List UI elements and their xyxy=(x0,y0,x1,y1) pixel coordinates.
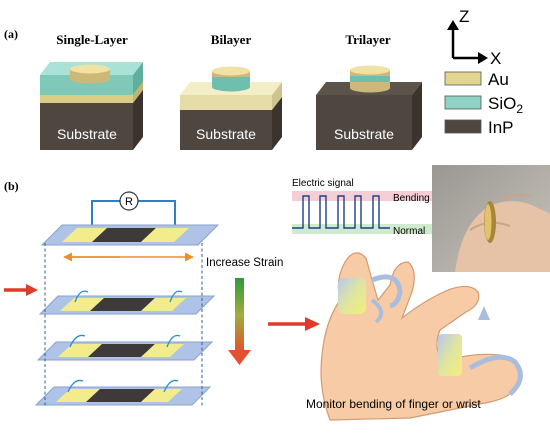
substrate-label-3: Substrate xyxy=(334,126,394,142)
material-legend: Au SiO2 InP xyxy=(444,70,523,137)
red-arrow-left xyxy=(4,284,38,296)
normal-label: Normal xyxy=(393,226,425,237)
device-single-layer: Single-Layer Substrate xyxy=(40,32,143,150)
legend-label-sio2: SiO2 xyxy=(488,94,523,116)
device-trilayer: Trilayer Substrate xyxy=(316,32,422,150)
electric-signal-label: Electric signal xyxy=(292,178,354,189)
strain-gradient-arrow xyxy=(228,278,251,365)
sensor-strip-4 xyxy=(34,379,212,406)
device-title-single-layer: Single-Layer xyxy=(56,32,128,47)
sensor-strip-2 xyxy=(38,290,216,315)
photo-inset xyxy=(432,165,550,272)
axes-indicator: Z X xyxy=(447,7,501,68)
legend-swatch-sio2 xyxy=(444,95,482,110)
substrate-label-2: Substrate xyxy=(196,126,256,142)
panel-a-label: (a) xyxy=(4,27,18,41)
monitor-caption: Monitor bending of finger or wrist xyxy=(306,397,481,411)
panel-b-label: (b) xyxy=(4,179,19,193)
device-bilayer: Bilayer Substrate xyxy=(180,32,282,150)
dashed-guides xyxy=(44,243,203,408)
sensor-strip-1 xyxy=(40,224,220,246)
device-title-trilayer: Trilayer xyxy=(345,32,390,47)
axis-x-label: X xyxy=(490,49,501,68)
legend-swatch-au xyxy=(444,71,482,86)
device-title-bilayer: Bilayer xyxy=(211,32,252,47)
legend-label-inp: InP xyxy=(488,118,514,137)
hand-illustration xyxy=(320,252,523,421)
normal-band xyxy=(292,224,432,234)
sensor-strip-3 xyxy=(36,334,214,361)
resistor-label: R xyxy=(125,196,133,208)
finger-sensor xyxy=(338,278,366,314)
signal-waveform xyxy=(292,195,390,229)
wrist-sensor xyxy=(438,334,462,376)
bending-label: Bending xyxy=(393,193,430,204)
red-arrow-middle xyxy=(268,317,320,331)
substrate-label-1: Substrate xyxy=(57,126,117,142)
signal-chart: Electric signal Bending Normal xyxy=(292,178,432,237)
axis-z-label: Z xyxy=(459,7,469,26)
legend-label-au: Au xyxy=(488,70,509,89)
resistor-symbol xyxy=(119,191,139,211)
resistor-circuit: R xyxy=(91,191,176,228)
increase-strain-label: Increase Strain xyxy=(206,257,283,269)
bending-band xyxy=(292,191,432,201)
legend-swatch-inp xyxy=(444,119,482,134)
